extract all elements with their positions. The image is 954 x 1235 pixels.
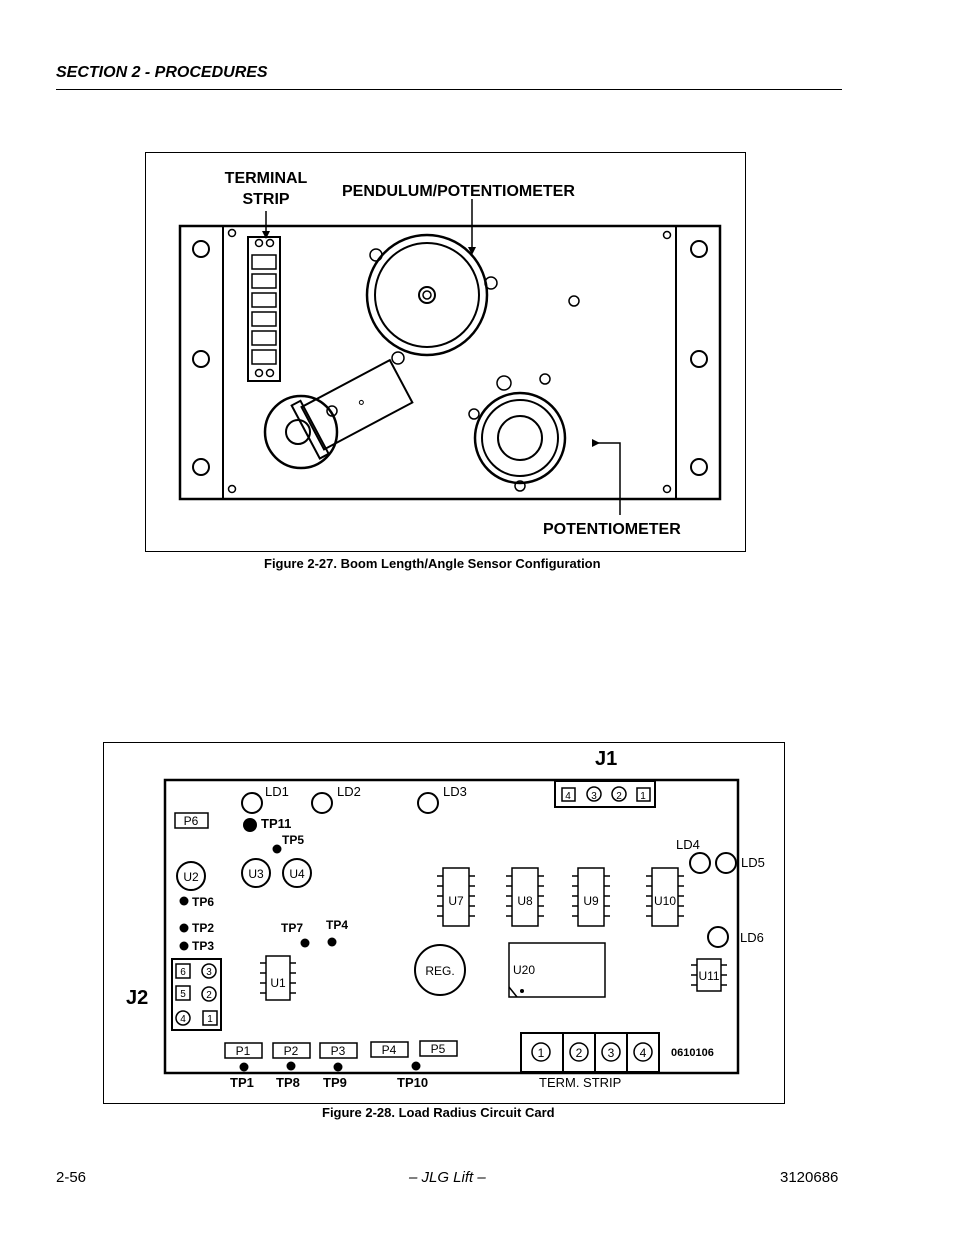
term-pin: 2 (576, 1046, 583, 1060)
j2-pin: 3 (206, 967, 212, 978)
pot-label-p6: P6 (184, 814, 199, 828)
figure-boom-sensor: TERMINAL STRIP PENDULUM/POTENTIOMETER PO… (145, 152, 746, 552)
j2-label: J2 (126, 987, 148, 1009)
tp-label-tp4: TP4 (326, 918, 348, 932)
section-header: SECTION 2 - PROCEDURES (56, 64, 268, 81)
term-pin: 1 (538, 1046, 545, 1060)
led-label-ld6: LD6 (740, 930, 764, 945)
tp-label-tp8: TP8 (276, 1075, 300, 1090)
led-label-ld3: LD3 (443, 784, 467, 799)
figure-circuit-card: J1 J2 4 3 2 1 6 3 5 2 4 1 LD1 LD2 LD3 LD… (103, 742, 785, 1104)
tp-label-tp11: TP11 (261, 816, 291, 831)
led-label-ld1: LD1 (265, 784, 289, 799)
term-strip-label: TERM. STRIP (539, 1075, 621, 1090)
j1-label: J1 (595, 748, 617, 770)
j2-pin: 1 (207, 1014, 213, 1025)
led-label-ld5: LD5 (741, 855, 765, 870)
part-number: 0610106 (671, 1047, 714, 1059)
j2-pin: 5 (180, 989, 186, 1000)
potentiometer-label: POTENTIOMETER (543, 521, 681, 538)
figure2-caption: Figure 2-28. Load Radius Circuit Card (322, 1105, 555, 1120)
pendulum-label: PENDULUM/POTENTIOMETER (342, 183, 575, 200)
chip-label-u3: U3 (248, 867, 264, 881)
term-pin: 3 (608, 1046, 615, 1060)
footer-brand: – JLG Lift – (409, 1169, 486, 1186)
chip-label-reg: REG. (425, 964, 454, 978)
pot-label-p3: P3 (331, 1044, 346, 1058)
tp-label-tp3: TP3 (192, 939, 214, 953)
j1-pin: 4 (565, 791, 571, 802)
j1-pin: 2 (616, 791, 622, 802)
tp-label-tp7: TP7 (281, 921, 303, 935)
j2-pin: 4 (180, 1014, 186, 1025)
circuit-card-drawing: J1 J2 4 3 2 1 6 3 5 2 4 1 LD1 LD2 LD3 LD… (126, 748, 765, 1090)
document-number: 3120686 (780, 1169, 839, 1186)
tp-label-tp6: TP6 (192, 895, 214, 909)
terminal-label-line2: STRIP (242, 191, 289, 208)
j2-pin: 2 (206, 990, 212, 1001)
chip-label-u1: U1 (270, 976, 286, 990)
chip-label-u4: U4 (289, 867, 305, 881)
j1-pin: 1 (640, 791, 646, 802)
term-pin: 4 (640, 1046, 647, 1060)
chip-label-u20: U20 (513, 963, 535, 977)
pot-label-p1: P1 (236, 1044, 251, 1058)
chip-label-u9: U9 (583, 894, 599, 908)
page-number: 2-56 (56, 1169, 87, 1186)
pot-label-p4: P4 (382, 1043, 397, 1057)
tp-label-tp10: TP10 (397, 1075, 428, 1090)
chip-label-u11: U11 (698, 969, 719, 983)
led-label-ld4: LD4 (676, 837, 700, 852)
chip-label-u8: U8 (517, 894, 533, 908)
chip-label-u10: U10 (654, 894, 676, 908)
tp-label-tp1: TP1 (230, 1075, 254, 1090)
chip-label-u2: U2 (183, 870, 199, 884)
pot-label-p5: P5 (431, 1042, 446, 1056)
boom-sensor-drawing: TERMINAL STRIP PENDULUM/POTENTIOMETER PO… (178, 170, 722, 538)
terminal-label-line1: TERMINAL (225, 170, 308, 187)
j2-pin: 6 (180, 967, 186, 978)
led-label-ld2: LD2 (337, 784, 361, 799)
tp-label-tp5: TP5 (282, 833, 304, 847)
pot-label-p2: P2 (284, 1044, 299, 1058)
header-rule (56, 89, 842, 90)
tp-label-tp2: TP2 (192, 921, 214, 935)
chip-label-u7: U7 (448, 894, 464, 908)
j1-pin: 3 (591, 791, 597, 802)
figure1-caption: Figure 2-27. Boom Length/Angle Sensor Co… (264, 556, 601, 571)
tp-label-tp9: TP9 (323, 1075, 347, 1090)
